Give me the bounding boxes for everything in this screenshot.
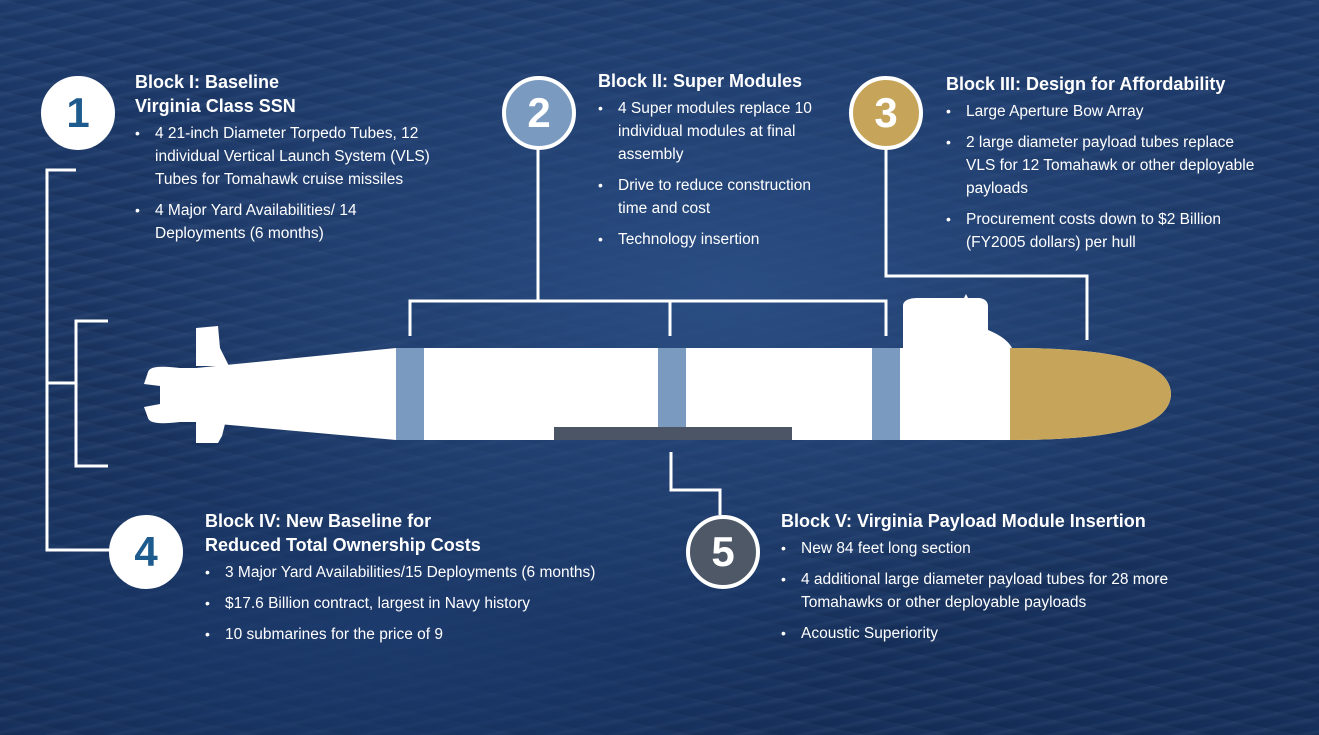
block2-bullet-3: Technology insertion	[598, 228, 838, 251]
block1-badge: 1	[41, 76, 115, 150]
block5-bullets: New 84 feet long section 4 additional la…	[781, 537, 1201, 645]
block4-title-line1: Block IV: New Baseline for	[205, 511, 432, 531]
block1-title: Block I: Baseline Virginia Class SSN	[135, 70, 480, 118]
block5-connector	[669, 452, 722, 515]
block2-bullet-2: Drive to reduce construction time and co…	[598, 174, 833, 220]
block3-bullet-3: Procurement costs down to $2 Billion (FY…	[946, 208, 1231, 254]
bow-array	[1010, 348, 1171, 440]
block3-bullets: Large Aperture Bow Array 2 large diamete…	[946, 100, 1266, 254]
block2-badge: 2	[502, 76, 576, 150]
block4-bullet-1: 3 Major Yard Availabilities/15 Deploymen…	[205, 561, 665, 584]
block2-bullets: 4 Super modules replace 10 individual mo…	[598, 97, 838, 251]
block4-badge: 4	[109, 515, 183, 589]
block4-info: Block IV: New Baseline for Reduced Total…	[205, 509, 665, 654]
module-band-2	[658, 348, 686, 440]
block1-connector	[45, 168, 112, 552]
block5-badge: 5	[686, 515, 760, 589]
block3-info: Block III: Design for Affordability Larg…	[946, 72, 1266, 262]
block1-bullet-1: 4 21-inch Diameter Torpedo Tubes, 12 ind…	[135, 122, 455, 191]
block5-info: Block V: Virginia Payload Module Inserti…	[781, 509, 1201, 653]
block3-bullet-2: 2 large diameter payload tubes replace V…	[946, 131, 1266, 200]
block5-bullet-2: 4 additional large diameter payload tube…	[781, 568, 1171, 614]
virginia-payload-module	[554, 427, 792, 440]
block5-bullet-1: New 84 feet long section	[781, 537, 1201, 560]
module-band-1	[396, 348, 424, 440]
block2-info: Block II: Super Modules 4 Super modules …	[598, 69, 838, 259]
lower-rudder	[196, 420, 226, 443]
block4-bullet-2: $17.6 Billion contract, largest in Navy …	[205, 592, 665, 615]
block5-title: Block V: Virginia Payload Module Inserti…	[781, 511, 1146, 531]
upper-rudder	[196, 326, 229, 366]
block3-connector	[884, 148, 1089, 340]
block1-info: Block I: Baseline Virginia Class SSN 4 2…	[135, 70, 480, 253]
block1-title-line2: Virginia Class SSN	[135, 96, 296, 116]
submarine	[144, 294, 1171, 443]
module-band-3	[872, 348, 900, 440]
block3-title: Block III: Design for Affordability	[946, 74, 1226, 94]
block4-bullets: 3 Major Yard Availabilities/15 Deploymen…	[205, 561, 665, 646]
super-module-bracket	[408, 299, 888, 336]
block2-title: Block II: Super Modules	[598, 71, 803, 91]
block1-bullet-2: 4 Major Yard Availabilities/ 14 Deployme…	[135, 199, 365, 245]
block1-title-line1: Block I: Baseline	[135, 72, 280, 92]
sail	[903, 294, 1012, 348]
block4-title: Block IV: New Baseline for Reduced Total…	[205, 509, 665, 557]
connector-lines	[45, 148, 1089, 552]
block3-badge: 3	[849, 76, 923, 150]
hull-bracket	[74, 319, 108, 468]
block4-title-line2: Reduced Total Ownership Costs	[205, 535, 481, 555]
block4-bullet-3: 10 submarines for the price of 9	[205, 623, 665, 646]
block5-bullet-3: Acoustic Superiority	[781, 622, 1201, 645]
block1-bullets: 4 21-inch Diameter Torpedo Tubes, 12 ind…	[135, 122, 480, 245]
block2-bullet-1: 4 Super modules replace 10 individual mo…	[598, 97, 813, 166]
block3-bullet-1: Large Aperture Bow Array	[946, 100, 1266, 123]
